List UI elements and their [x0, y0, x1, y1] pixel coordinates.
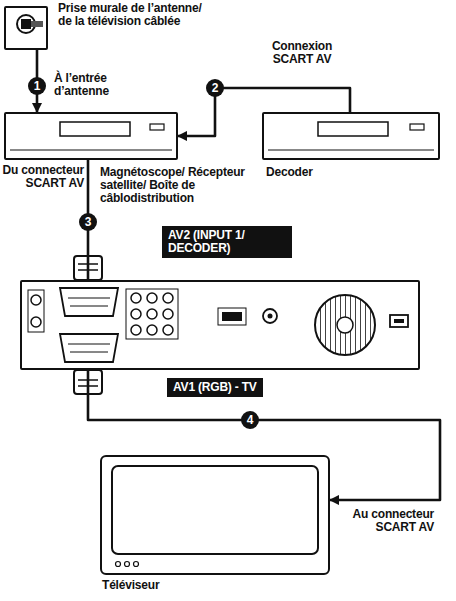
- connector-label: Du connecteur SCART AV: [2, 164, 84, 190]
- callout-number: 1: [28, 77, 46, 95]
- television: Téléviseur: [100, 455, 330, 575]
- connector-tag: AV1 (RGB) - TV: [167, 378, 263, 397]
- connector-label: Connexion SCART AV: [252, 40, 352, 66]
- vcr-box: Magnétoscope/ Récepteur satellite/ Boîte…: [4, 112, 178, 160]
- connector-label: Au connecteur SCART AV: [336, 508, 434, 534]
- decoder-box: Decoder: [262, 112, 440, 160]
- recorder-panel: AV2 (INPUT 1/ DECODER)AV1 (RGB) - TV: [20, 280, 420, 370]
- callout-number: 3: [79, 213, 97, 231]
- cable-connector: [88, 370, 440, 500]
- device-label: Magnétoscope/ Récepteur satellite/ Boîte…: [100, 166, 272, 205]
- device-label: Téléviseur: [102, 579, 222, 592]
- connector-label: À l’entrée d’antenne: [54, 72, 134, 98]
- device-label: Decoder: [266, 166, 386, 179]
- connector-tag: AV2 (INPUT 1/ DECODER): [162, 226, 292, 258]
- wall-outlet: Prise murale de l’antenne/ de la télévis…: [4, 6, 48, 50]
- callout-number: 2: [206, 79, 224, 97]
- device-label: Prise murale de l’antenne/ de la télévis…: [58, 2, 218, 28]
- callout-number: 4: [241, 411, 259, 429]
